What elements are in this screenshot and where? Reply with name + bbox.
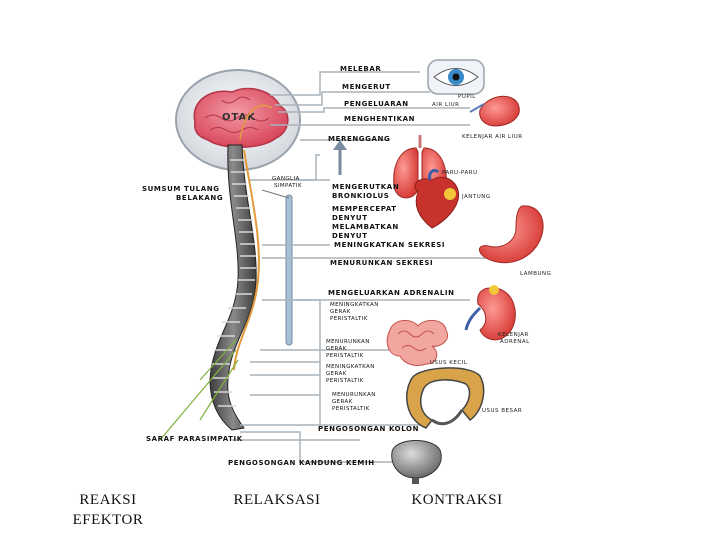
- label-adrenalin: MENGELUARKAN ADRENALIN: [328, 289, 455, 297]
- label-saraf-parasimpatik: SARAF PARASIMPATIK: [146, 435, 243, 443]
- brain: OTAK: [193, 87, 289, 148]
- label-jantung: JANTUNG: [461, 194, 491, 200]
- stomach-icon: [479, 205, 544, 264]
- caption-reaksi-line2: EFEKTOR: [72, 512, 144, 528]
- label-mg3-3: PERISTALTIK: [326, 378, 364, 384]
- label-ganglia-1: GANGLIA: [272, 176, 300, 182]
- label-kelenjar-air-liur: KELENJAR AIR LIUR: [462, 134, 523, 140]
- caption-reaksi-line1: REAKSI: [79, 492, 137, 508]
- label-air-liur: AIR LIUR: [432, 102, 460, 108]
- kidney-icon: [464, 285, 516, 341]
- label-mg1-1: MENINGKATKAN: [330, 302, 379, 308]
- label-mengerutkan-1: MENGERUTKAN: [332, 183, 399, 191]
- parasympathetic-lines: [159, 339, 239, 441]
- label-menghentikan: MENGHENTIKAN: [344, 115, 415, 123]
- label-sumsum-1: SUMSUM TULANG: [142, 185, 220, 193]
- label-usus-kecil: USUS KECIL: [430, 360, 468, 366]
- bladder-icon: [391, 439, 442, 484]
- label-mempercepat-2: DENYUT: [332, 214, 368, 222]
- label-menurunkan-sekresi: MENURUNKAN SEKRESI: [330, 259, 433, 267]
- label-pengeluaran: PENGELUARAN: [344, 100, 409, 108]
- heart-icon: [414, 168, 460, 229]
- caption-reaksi-efektor: REAKSI EFEKTOR: [62, 490, 154, 530]
- label-mg1-2: GERAK: [330, 309, 351, 315]
- label-meningkatkan-sekresi: MENINGKATKAN SEKRESI: [334, 241, 445, 249]
- spinal-column: [209, 104, 273, 431]
- label-mengerutkan-2: BRONKIOLUS: [332, 192, 389, 200]
- up-arrow-icon: [333, 140, 347, 175]
- label-paru-paru: PARU-PARU: [442, 170, 478, 176]
- large-intestine-icon: [405, 367, 485, 429]
- connector-lines: [232, 71, 520, 463]
- label-mempercepat-1: MEMPERCEPAT: [332, 205, 397, 213]
- salivary-gland-icon: [469, 95, 520, 127]
- label-pengosongan-kandung: PENGOSONGAN KANDUNG KEMIH: [228, 459, 375, 467]
- diagram-labels: MELEBAR MENGERUT PUPIL PENGELUARAN AIR L…: [142, 65, 551, 467]
- eye-icon: [427, 59, 485, 95]
- label-mg2-1: MENURUNKAN: [326, 339, 370, 345]
- label-kelenjar-adrenal-2: ADRENAL: [500, 339, 530, 345]
- label-melebar: MELEBAR: [340, 65, 381, 73]
- label-merenggang: MERENGGANG: [328, 135, 390, 143]
- label-melambatkan-1: MELAMBATKAN: [332, 223, 399, 231]
- label-mengerut: MENGERUT: [342, 83, 391, 91]
- label-mg2-2: GERAK: [326, 346, 347, 352]
- label-pupil: PUPIL: [458, 94, 476, 100]
- small-intestine-icon: [386, 320, 448, 367]
- caption-kontraksi: KONTRAKSI: [411, 492, 503, 508]
- sympathetic-ganglia-chain: [261, 189, 293, 346]
- label-kelenjar-adrenal-1: KELENJAR: [498, 332, 529, 338]
- label-mg2-3: PERISTALTIK: [326, 353, 364, 359]
- label-mg3-1: MENINGKATKAN: [326, 364, 375, 370]
- label-mg4-2: GERAK: [332, 399, 353, 405]
- label-ganglia-2: SIMPATIK: [274, 183, 302, 189]
- caption-relaksasi: RELAKSASI: [233, 492, 321, 508]
- label-melambatkan-2: DENYUT: [332, 232, 368, 240]
- label-mg1-3: PERISTALTIK: [330, 316, 368, 322]
- label-usus-besar: USUS BESAR: [482, 408, 522, 414]
- brain-label: OTAK: [222, 112, 256, 123]
- label-pengosongan-kolon: PENGOSONGAN KOLON: [318, 425, 419, 433]
- label-mg4-3: PERISTALTIK: [332, 406, 370, 412]
- label-mg4-1: MENURUNKAN: [332, 392, 376, 398]
- label-lambung: LAMBUNG: [520, 271, 551, 277]
- label-mg3-2: GERAK: [326, 371, 347, 377]
- label-sumsum-2: BELAKANG: [176, 194, 223, 202]
